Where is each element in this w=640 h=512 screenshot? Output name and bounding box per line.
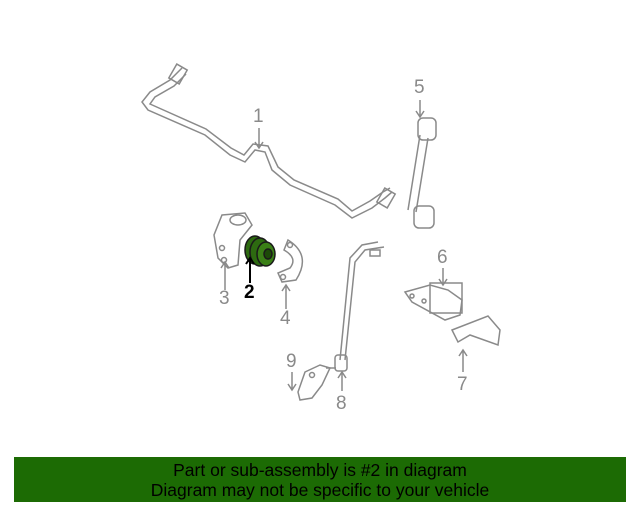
stabilizer-link-part-5 — [407, 117, 437, 229]
callout-4: 4 — [280, 308, 291, 329]
callout-1: 1 — [253, 106, 264, 127]
leader-arrows — [220, 100, 468, 392]
info-banner: Part or sub-assembly is #2 in diagram Di… — [14, 457, 626, 502]
sensor-part-6 — [403, 282, 463, 321]
callout-6: 6 — [437, 247, 448, 268]
banner-line-2: Diagram may not be specific to your vehi… — [150, 480, 490, 500]
bushing-part-2 — [244, 235, 276, 267]
bracket-part-3 — [213, 212, 253, 269]
bracket-part-9 — [297, 364, 332, 401]
callout-7: 7 — [457, 374, 468, 395]
callout-8: 8 — [336, 393, 347, 414]
banner-line-1: Part or sub-assembly is #2 in diagram — [173, 460, 467, 480]
bracket-part-7 — [450, 315, 501, 347]
link-rod-part-8 — [326, 241, 385, 372]
callout-9: 9 — [286, 351, 297, 372]
callout-2-selected: 2 — [244, 282, 255, 303]
callout-3: 3 — [219, 288, 230, 309]
stabilizer-bar — [141, 63, 397, 219]
callout-5: 5 — [414, 77, 425, 98]
clamp-part-4 — [277, 238, 304, 283]
